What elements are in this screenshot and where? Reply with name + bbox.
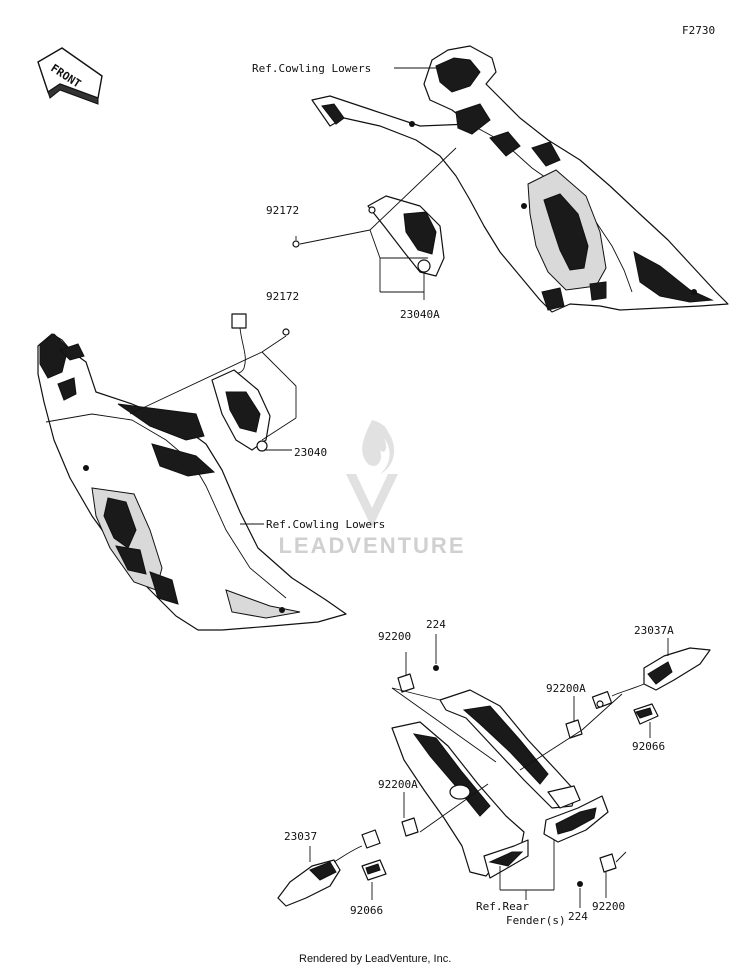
label-ref-rear-line1: Ref.Rear — [476, 900, 529, 913]
label-92200A-right: 92200A — [546, 682, 586, 695]
rear-turn-signal-23037A — [591, 647, 711, 709]
label-92172-a: 92172 — [266, 204, 299, 217]
clip-92200A-left — [401, 817, 419, 837]
label-23037A: 23037A — [634, 624, 674, 637]
label-ref-cowling-lowers-mid: Ref.Cowling Lowers — [266, 518, 385, 531]
turn-signal-lamp-23040 — [211, 313, 271, 452]
turn-signal-bracket-23040A — [367, 195, 445, 277]
right-cowling-lower — [311, 45, 729, 313]
grommet-92066-right — [633, 703, 659, 725]
rear-turn-signal-23037 — [277, 829, 381, 907]
label-92172-b: 92172 — [266, 290, 299, 303]
clip-92200-bottom — [599, 853, 617, 873]
label-92066-left: 92066 — [350, 904, 383, 917]
label-92200-top: 92200 — [378, 630, 411, 643]
label-23040A: 23040A — [400, 308, 440, 321]
watermark-text: LEADVENTURE — [278, 533, 465, 558]
rear-signal-bracket-right — [439, 689, 609, 843]
bolt-224-bottom — [577, 881, 583, 887]
front-arrow-icon: FRONT — [37, 47, 103, 105]
footer-credit: Rendered by LeadVenture, Inc. — [299, 953, 451, 965]
label-224-bottom: 224 — [568, 910, 588, 923]
grommet-92066-left — [361, 859, 387, 881]
bolt-224-top — [433, 665, 439, 671]
screw-92172-a — [292, 236, 300, 248]
label-23037: 23037 — [284, 830, 317, 843]
clip-92200-top — [397, 673, 415, 693]
label-92066-right: 92066 — [632, 740, 665, 753]
leader-lines-lower — [309, 634, 669, 908]
label-23040: 23040 — [294, 446, 327, 459]
label-ref-rear-line2: Fender(s) — [506, 914, 566, 927]
label-92200A-left: 92200A — [378, 778, 418, 791]
label-92200-bottom: 92200 — [592, 900, 625, 913]
screw-92172-b — [282, 328, 290, 336]
leader-lines-upper — [129, 67, 457, 525]
label-224-top: 224 — [426, 618, 446, 631]
leadventure-watermark: LEADVENTURE — [278, 420, 465, 558]
label-ref-cowling-lowers-top: Ref.Cowling Lowers — [252, 62, 371, 75]
figure-code: F2730 — [682, 24, 715, 37]
left-cowling-lower — [37, 333, 347, 631]
